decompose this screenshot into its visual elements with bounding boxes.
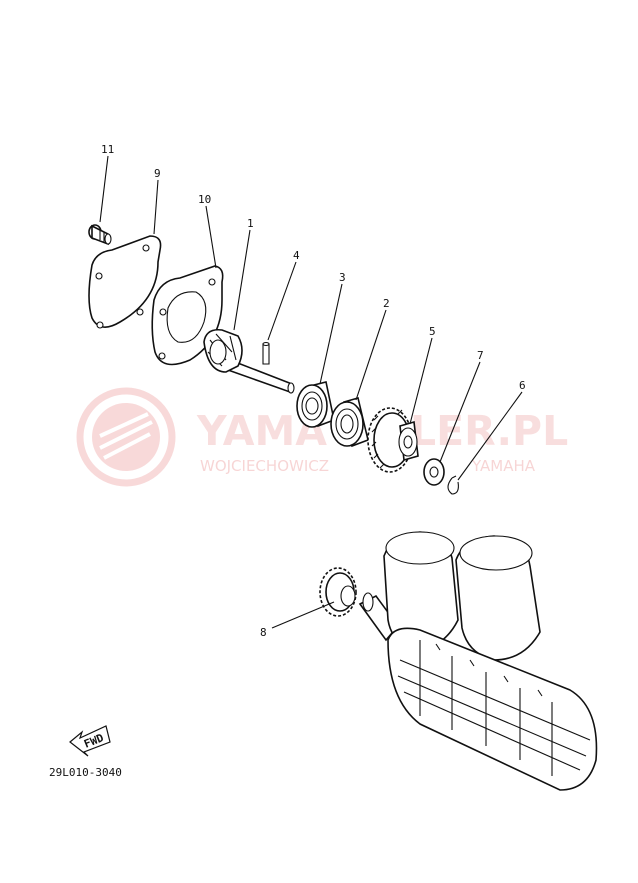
callouts: 11 9 10 1 4 3 2 5 7 6 8 bbox=[101, 143, 526, 639]
fwd-arrow-icon bbox=[69, 725, 111, 757]
engine-crank-assembly bbox=[358, 531, 598, 791]
callout-7: 7 bbox=[477, 349, 484, 362]
diagram-code: 29L010-3040 bbox=[49, 766, 122, 779]
callout-8: 8 bbox=[260, 626, 267, 639]
leader-5 bbox=[409, 337, 433, 425]
leader-8 bbox=[271, 601, 335, 629]
leader-9 bbox=[153, 179, 159, 235]
callout-2: 2 bbox=[383, 297, 390, 310]
callout-3: 3 bbox=[339, 271, 346, 284]
callout-6: 6 bbox=[519, 379, 526, 392]
leader-1 bbox=[233, 229, 251, 331]
watermark-main-text-right: LER.PL bbox=[410, 407, 568, 455]
leader-4 bbox=[267, 261, 297, 341]
part-9-cover bbox=[88, 235, 162, 329]
callout-10: 10 bbox=[198, 193, 211, 206]
watermark-logo-icon bbox=[76, 387, 176, 487]
callout-11: 11 bbox=[101, 143, 114, 156]
watermark: YAMA LER.PL WOJCIECHOWICZ YAMAHA bbox=[76, 387, 568, 487]
callout-4: 4 bbox=[293, 249, 300, 262]
leader-lines bbox=[99, 155, 523, 629]
leader-10 bbox=[205, 205, 217, 269]
leader-3 bbox=[319, 283, 343, 385]
part-4-pin bbox=[262, 341, 270, 365]
part-8-drive-gear bbox=[319, 567, 357, 617]
part-6-circlip bbox=[447, 475, 459, 495]
fwd-arrow: FWD bbox=[69, 725, 111, 757]
watermark-sub-text: WOJCIECHOWICZ bbox=[200, 457, 329, 475]
part-3-bearing bbox=[296, 381, 335, 428]
leader-6 bbox=[457, 391, 523, 481]
part-11-bolt bbox=[88, 224, 112, 246]
leader-11 bbox=[99, 155, 109, 223]
part-5-gear bbox=[367, 407, 419, 473]
leader-7 bbox=[439, 361, 481, 463]
callout-1: 1 bbox=[247, 217, 254, 230]
part-7-washer bbox=[423, 458, 445, 486]
part-2-bearing bbox=[330, 397, 369, 448]
watermark-sub-text-right: YAMAHA bbox=[471, 457, 536, 475]
callout-9: 9 bbox=[154, 167, 161, 180]
leader-2 bbox=[355, 309, 387, 401]
callout-5: 5 bbox=[429, 325, 436, 338]
part-1-impeller-shaft bbox=[203, 328, 295, 394]
